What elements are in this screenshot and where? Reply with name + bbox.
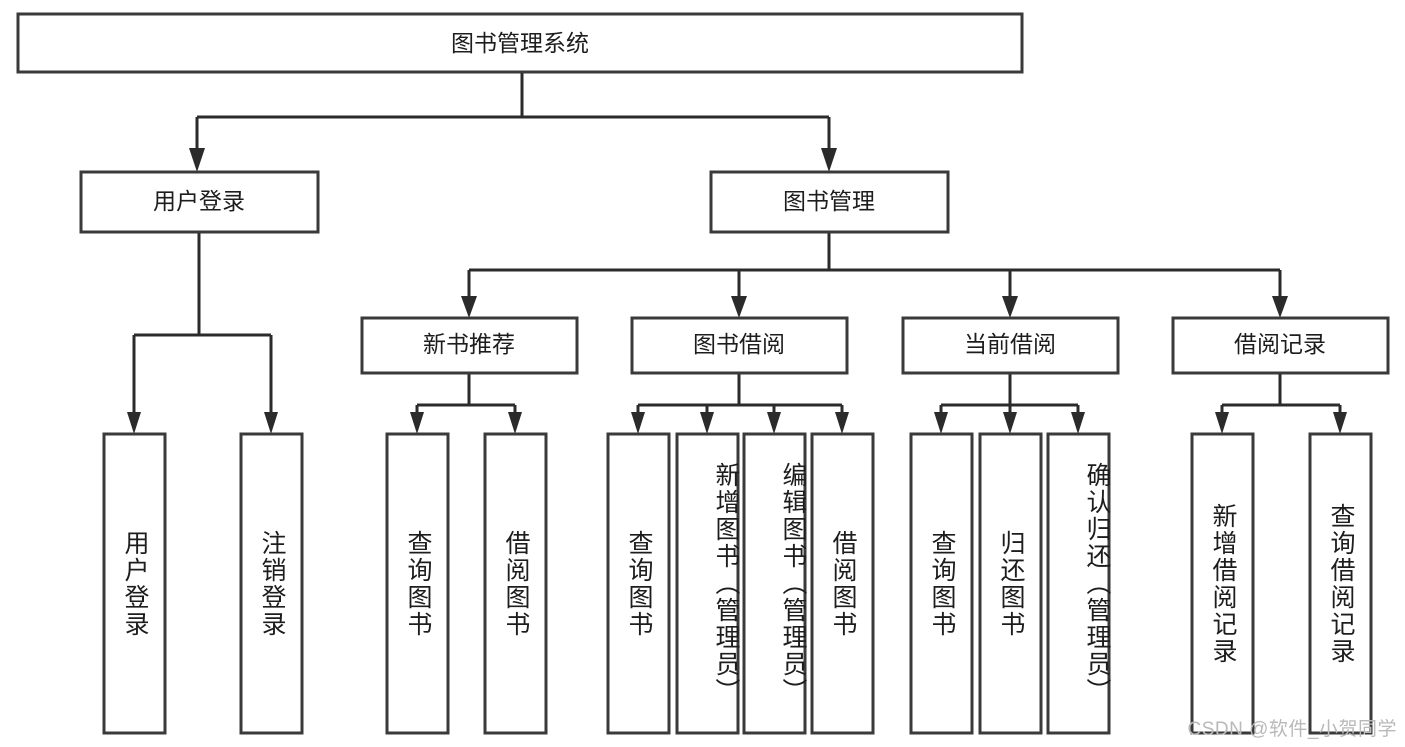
arrow-head-borrow-record <box>1272 296 1288 318</box>
node-book-borrow-label: 图书借阅 <box>693 331 785 357</box>
node-book-borrow-box[interactable] <box>630 316 849 375</box>
arrow-head-leaf-user-logout <box>264 412 278 434</box>
node-leaf-borrow-book-2-box[interactable] <box>810 432 875 735</box>
node-root[interactable]: 图书管理系统 <box>16 12 1024 74</box>
arrow-head-book-manage <box>821 148 837 172</box>
arrow-head-leaf-add-book <box>700 412 714 434</box>
arrow-head-leaf-query-record <box>1333 412 1347 434</box>
node-leaf-query-book-3-box[interactable] <box>909 432 974 735</box>
arrow-head-leaf-user-login <box>127 412 141 434</box>
node-book-manage-label: 图书管理 <box>783 188 875 214</box>
node-book-manage-box[interactable] <box>709 170 950 234</box>
node-new-book-rec-box[interactable] <box>360 316 579 375</box>
node-root-label: 图书管理系统 <box>451 30 589 56</box>
arrow-head-leaf-query-book-3 <box>934 412 948 434</box>
node-leaf-confirm-return-box[interactable] <box>1046 432 1111 735</box>
node-leaf-return-book-box[interactable] <box>978 432 1043 735</box>
node-root-box[interactable] <box>16 12 1024 74</box>
csdn-watermark: CSDN @软件_小贺同学 <box>1187 719 1397 740</box>
node-current-borrow-box[interactable] <box>901 316 1120 375</box>
arrow-head-leaf-query-book-1 <box>410 412 424 434</box>
node-leaf-query-book-1-box[interactable] <box>385 432 450 735</box>
arrow-head-leaf-query-book-2 <box>631 412 645 434</box>
arrow-head-current-borrow <box>1002 296 1018 318</box>
node-leaf-add-book-box[interactable] <box>675 432 740 735</box>
arrow-head-user-login <box>189 148 205 172</box>
node-leaf-add-record-box[interactable] <box>1190 432 1255 735</box>
arrow-head-leaf-add-record <box>1215 412 1229 434</box>
node-current-borrow-label: 当前借阅 <box>964 331 1056 357</box>
node-borrow-record-label: 借阅记录 <box>1234 331 1326 357</box>
node-leaf-query-record-box[interactable] <box>1308 432 1373 735</box>
arrow-head-leaf-borrow-book-1 <box>508 412 522 434</box>
node-leaf-user-login-box[interactable] <box>102 432 167 735</box>
node-leaf-query-book-2-box[interactable] <box>606 432 671 735</box>
node-leaf-borrow-book-1-box[interactable] <box>483 432 548 735</box>
arrow-head-leaf-return-book <box>1003 412 1017 434</box>
leaf-boxes-layer <box>102 432 1373 735</box>
node-book-manage[interactable]: 图书管理 <box>709 170 950 234</box>
arrow-head-book-borrow <box>731 296 747 318</box>
arrow-head-leaf-confirm-return <box>1071 412 1085 434</box>
connector-layer <box>127 72 1347 434</box>
node-borrow-record-box[interactable] <box>1171 316 1390 375</box>
arrow-head-leaf-borrow-book-2 <box>835 412 849 434</box>
node-user-login-box[interactable] <box>79 170 320 234</box>
arrow-head-leaf-edit-book <box>767 412 781 434</box>
node-current-borrow[interactable]: 当前借阅 <box>901 316 1120 375</box>
node-leaf-edit-book-box[interactable] <box>742 432 807 735</box>
node-user-login-label: 用户登录 <box>153 188 245 214</box>
node-borrow-record[interactable]: 借阅记录 <box>1171 316 1390 375</box>
node-book-borrow[interactable]: 图书借阅 <box>630 316 849 375</box>
node-new-book-rec-label: 新书推荐 <box>423 331 515 357</box>
node-user-login[interactable]: 用户登录 <box>79 170 320 234</box>
node-leaf-user-logout-box[interactable] <box>239 432 304 735</box>
node-new-book-rec[interactable]: 新书推荐 <box>360 316 579 375</box>
arrow-head-new-book-rec <box>461 296 477 318</box>
